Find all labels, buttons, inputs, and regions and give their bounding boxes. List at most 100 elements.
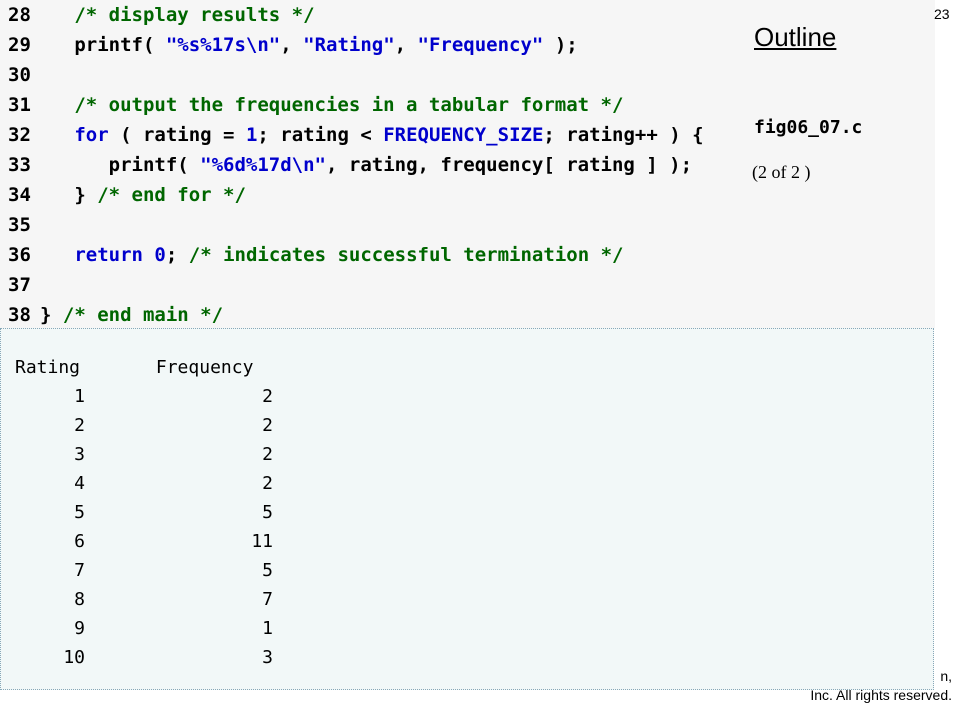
output-frequency: 2 xyxy=(262,473,273,494)
code-token: for xyxy=(74,124,109,146)
page-indicator: (2 of 2 ) xyxy=(752,162,811,182)
code-token: FREQUENCY_SIZE xyxy=(383,124,544,146)
output-frequency: 2 xyxy=(262,444,273,465)
line-number: 32 xyxy=(8,124,31,146)
output-rating: 2 xyxy=(74,415,85,436)
code-token: , rating, frequency[ rating ] ); xyxy=(326,154,693,176)
code-token: "Frequency" xyxy=(417,34,544,56)
code-line: 35 xyxy=(0,210,935,240)
code-token: printf( xyxy=(40,34,166,56)
line-number: 35 xyxy=(8,214,31,236)
code-line: 38} /* end main */ xyxy=(0,300,935,330)
code-token: , xyxy=(280,34,304,56)
line-number: 28 xyxy=(8,4,31,26)
code-line: 29 printf( "%s%17s\n", "Rating", "Freque… xyxy=(0,30,935,60)
output-rating: 9 xyxy=(74,618,85,639)
code-line: 37 xyxy=(0,270,935,300)
code-token: "%s%17s\n" xyxy=(165,34,281,56)
code-line: 31 /* output the frequencies in a tabula… xyxy=(0,90,935,120)
output-frequency: 7 xyxy=(262,589,273,610)
output-frequency: 11 xyxy=(251,531,273,552)
line-number: 30 xyxy=(8,64,31,86)
line-number: 37 xyxy=(8,274,31,296)
code-token: } xyxy=(40,184,98,206)
code-text: } /* end for */ xyxy=(40,180,246,210)
copyright-notice: n, Inc. All rights reserved. xyxy=(752,667,952,705)
file-name: fig06_07.c xyxy=(754,117,863,138)
code-token: return xyxy=(74,244,143,266)
code-token: ; rating++ ) { xyxy=(543,124,704,146)
line-number: 31 xyxy=(8,94,31,116)
code-text: /* output the frequencies in a tabular f… xyxy=(40,90,623,120)
code-token: /* indicates successful termination */ xyxy=(188,244,624,266)
code-token: ; rating < xyxy=(257,124,384,146)
output-frequency: 5 xyxy=(262,560,273,581)
code-token: /* display results */ xyxy=(74,4,315,26)
code-token xyxy=(143,244,154,266)
output-row: 10 3 xyxy=(15,643,273,672)
code-token: printf( xyxy=(40,154,201,176)
code-line: 28 /* display results */ xyxy=(0,0,935,30)
code-token: 0 xyxy=(154,244,166,266)
line-number: 38 xyxy=(8,304,31,326)
line-number: 33 xyxy=(8,154,31,176)
code-token: "Rating" xyxy=(303,34,395,56)
output-rating: 4 xyxy=(74,473,85,494)
code-text: /* display results */ xyxy=(40,0,315,30)
line-number: 34 xyxy=(8,184,31,206)
outline-title: Outline xyxy=(754,22,837,52)
code-text: printf( "%s%17s\n", "Rating", "Frequency… xyxy=(40,30,578,60)
slide-number: 23 xyxy=(934,6,950,22)
code-token: 1 xyxy=(245,124,258,146)
output-row: 6 11 xyxy=(15,527,273,556)
code-line: 34 } /* end for */ xyxy=(0,180,935,210)
code-text: printf( "%6d%17d\n", rating, frequency[ … xyxy=(40,150,692,180)
code-line: 30 xyxy=(0,60,935,90)
code-token: /* end main */ xyxy=(62,304,224,326)
copyright-line-2: Inc. All rights reserved. xyxy=(810,687,952,703)
output-rating: 5 xyxy=(74,502,85,523)
code-token: "%6d%17d\n" xyxy=(200,154,326,176)
code-token xyxy=(40,124,74,146)
code-token: ( rating = xyxy=(108,124,246,146)
output-frequency: 1 xyxy=(262,618,273,639)
output-frequency: 2 xyxy=(262,415,273,436)
code-text: for ( rating = 1; rating < FREQUENCY_SIZ… xyxy=(40,120,704,150)
output-frequency: 2 xyxy=(262,386,273,407)
code-token xyxy=(40,244,74,266)
code-token: , xyxy=(394,34,418,56)
code-text: return 0; /* indicates successful termin… xyxy=(40,240,623,270)
output-frequency: 5 xyxy=(262,502,273,523)
code-token: /* output the frequencies in a tabular f… xyxy=(74,94,624,116)
code-token: ); xyxy=(543,34,578,56)
code-text: } /* end main */ xyxy=(40,300,223,330)
output-header: Rating Frequency xyxy=(15,357,254,378)
line-number: 36 xyxy=(8,244,31,266)
output-rating: 3 xyxy=(74,444,85,465)
output-rating: 8 xyxy=(74,589,85,610)
code-token: /* end for */ xyxy=(97,184,246,206)
output-rating: 7 xyxy=(74,560,85,581)
code-panel: 28 /* display results */29 printf( "%s%1… xyxy=(0,0,935,328)
output-rating: 6 xyxy=(74,531,85,552)
code-token xyxy=(40,94,74,116)
output-rating: 10 xyxy=(63,647,85,668)
code-token: ; xyxy=(165,244,189,266)
code-line: 36 return 0; /* indicates successful ter… xyxy=(0,240,935,270)
code-line: 32 for ( rating = 1; rating < FREQUENCY_… xyxy=(0,120,935,150)
output-frequency: 3 xyxy=(262,647,273,668)
code-token xyxy=(40,4,74,26)
code-line: 33 printf( "%6d%17d\n", rating, frequenc… xyxy=(0,150,935,180)
code-token: } xyxy=(40,304,63,326)
copyright-line-1: n, xyxy=(940,668,952,684)
output-rating: 1 xyxy=(74,386,85,407)
